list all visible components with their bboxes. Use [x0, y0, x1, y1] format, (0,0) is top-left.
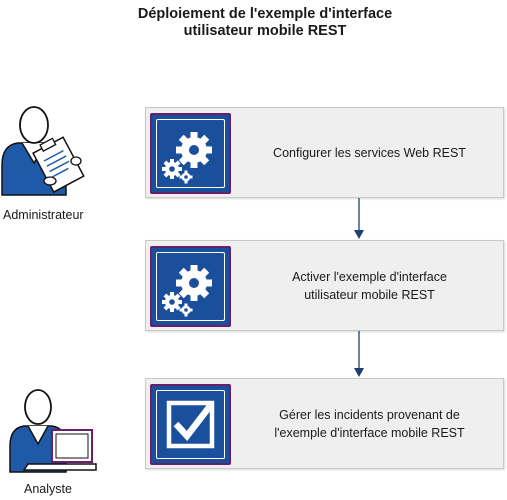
diagram-title: Déploiement de l'exemple d'interface uti… [120, 6, 410, 40]
step-2-label-line-2: utilisateur mobile REST [304, 287, 435, 302]
actor-analyst: Analyste [0, 386, 110, 500]
step-2-label: Activer l'exemple d'interface utilisateu… [236, 241, 503, 330]
actor-administrator: Administrateur [0, 103, 110, 228]
step-1: Configurer les services Web REST [145, 107, 504, 198]
step-3-icon-frame [150, 384, 231, 465]
actor-label-administrator: Administrateur [3, 208, 84, 222]
step-1-label: Configurer les services Web REST [236, 108, 503, 197]
arrow-connector-2 [354, 331, 364, 377]
arrow-connector-1 [354, 198, 364, 239]
step-1-label-line-1: Configurer les services Web REST [273, 145, 466, 160]
gears-icon [162, 265, 212, 317]
checkbox-icon [166, 400, 215, 449]
step-2-label-line-1: Activer l'exemple d'interface [292, 269, 447, 284]
step-2-icon-frame [150, 246, 231, 327]
actor-label-analyst: Analyste [24, 482, 72, 496]
step-3-label-line-2: l'exemple d'interface mobile REST [274, 425, 465, 440]
step-1-icon-frame [150, 113, 231, 194]
step-2: Activer l'exemple d'interface utilisateu… [145, 240, 504, 331]
title-line-2: utilisateur mobile REST [183, 23, 347, 39]
gears-icon [162, 132, 212, 184]
title-line-1: Déploiement de l'exemple d'interface [137, 6, 393, 22]
step-3: Gérer les incidents provenant de l'exemp… [145, 378, 504, 469]
administrator-icon [1, 106, 85, 196]
analyst-icon [9, 389, 97, 473]
step-3-label-line-1: Gérer les incidents provenant de [279, 407, 460, 422]
step-3-label: Gérer les incidents provenant de l'exemp… [236, 379, 503, 468]
